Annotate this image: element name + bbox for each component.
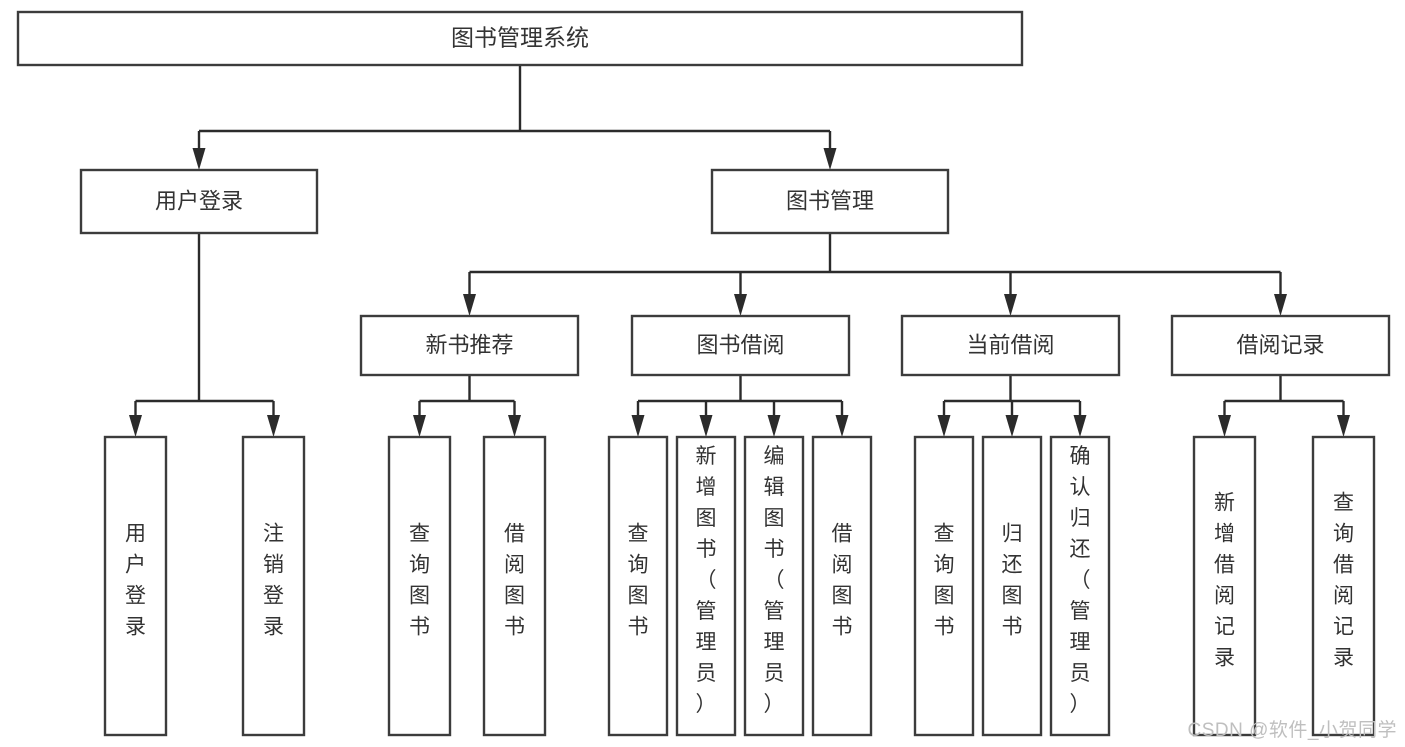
leaf-node-9[interactable]: 归还图书 bbox=[981, 435, 1043, 737]
leaf-node-11[interactable]: 新增借阅记录 bbox=[1192, 435, 1257, 737]
leaf-node-11-box bbox=[1192, 435, 1257, 737]
leafarrow-图书借阅-1-arrowhead bbox=[699, 415, 713, 437]
leaf-node-6[interactable]: 编辑图书（管理员） bbox=[743, 435, 805, 737]
leaf-node-10[interactable]: 确认归还（管理员） bbox=[1049, 435, 1111, 737]
level1-node-0-box bbox=[79, 168, 319, 235]
level2-node-1-label: 图书借阅 bbox=[696, 332, 784, 357]
leaf-node-0[interactable]: 用户登录 bbox=[103, 435, 168, 737]
leafarrow-图书借阅-3-arrowhead bbox=[835, 415, 849, 437]
mgr-to-l2-3-arrowhead bbox=[1274, 294, 1287, 316]
level2-node-0-box bbox=[359, 314, 580, 377]
leaf-node-4[interactable]: 查询图书 bbox=[607, 435, 669, 737]
leaf-node-7[interactable]: 借阅图书 bbox=[811, 435, 873, 737]
level1-node-1-box bbox=[710, 168, 950, 235]
leaf-node-5-box bbox=[675, 435, 737, 737]
leaf-node-7-label: 借阅图书 bbox=[832, 523, 853, 639]
level2-node-3-label: 借阅记录 bbox=[1236, 332, 1324, 357]
level1-node-1[interactable]: 图书管理 bbox=[710, 168, 950, 235]
leaf-node-2-box bbox=[387, 435, 452, 737]
level2-node-1-box bbox=[630, 314, 851, 377]
leaf-node-1[interactable]: 注销登录 bbox=[241, 435, 306, 737]
leaf-node-1-label: 注销登录 bbox=[263, 523, 284, 639]
leafarrow-当前借阅-1-arrowhead bbox=[1005, 415, 1019, 437]
leaf-node-9-label: 归还图书 bbox=[1002, 523, 1023, 639]
level2-node-3[interactable]: 借阅记录 bbox=[1170, 314, 1391, 377]
level2-node-2-box bbox=[900, 314, 1121, 377]
leafarrow-新书推荐-0-arrowhead bbox=[413, 415, 426, 437]
leaf-node-6-box bbox=[743, 435, 805, 737]
leaf-node-12-box bbox=[1311, 435, 1376, 737]
leafarrow-借阅记录-0-arrowhead bbox=[1218, 415, 1231, 437]
level1-node-1-label: 图书管理 bbox=[786, 188, 874, 213]
root-to-l1-1-arrowhead bbox=[823, 148, 837, 170]
root-node-box bbox=[16, 10, 1024, 67]
leaf-node-7-box bbox=[811, 435, 873, 737]
leafarrow-借阅记录-1-arrowhead bbox=[1337, 415, 1350, 437]
leaf-node-2-label: 查询图书 bbox=[409, 523, 430, 639]
leaf-node-11-label: 新增借阅记录 bbox=[1214, 492, 1235, 670]
level1-node-0-label: 用户登录 bbox=[155, 188, 243, 213]
leaf-node-3[interactable]: 借阅图书 bbox=[482, 435, 547, 737]
root-node-label: 图书管理系统 bbox=[451, 25, 589, 51]
level2-node-2[interactable]: 当前借阅 bbox=[900, 314, 1121, 377]
leaf-node-4-box bbox=[607, 435, 669, 737]
leaf-node-8-box bbox=[913, 435, 975, 737]
leaf-node-3-label: 借阅图书 bbox=[504, 523, 525, 639]
leaf-node-12[interactable]: 查询借阅记录 bbox=[1311, 435, 1376, 737]
level2-node-1[interactable]: 图书借阅 bbox=[630, 314, 851, 377]
leaf-node-6-label: 编辑图书（管理员） bbox=[764, 445, 785, 716]
leafarrow-当前借阅-2-arrowhead bbox=[1073, 415, 1087, 437]
leaf-node-9-box bbox=[981, 435, 1043, 737]
level2-node-2-label: 当前借阅 bbox=[966, 332, 1054, 357]
leaf-node-3-box bbox=[482, 435, 547, 737]
leafarrow-新书推荐-1-arrowhead bbox=[508, 415, 521, 437]
mgr-to-l2-1-arrowhead bbox=[734, 294, 747, 316]
level1-node-0[interactable]: 用户登录 bbox=[79, 168, 319, 235]
leaf-node-12-label: 查询借阅记录 bbox=[1333, 492, 1354, 670]
leaf-node-1-box bbox=[241, 435, 306, 737]
node-layer: 图书管理系统用户登录图书管理新书推荐图书借阅当前借阅借阅记录用户登录注销登录查询… bbox=[16, 10, 1391, 737]
leaf-node-10-box bbox=[1049, 435, 1111, 737]
leaf-node-0-label: 用户登录 bbox=[125, 523, 146, 639]
level2-node-0[interactable]: 新书推荐 bbox=[359, 314, 580, 377]
mgr-to-l2-0-arrowhead bbox=[463, 294, 476, 316]
leafarrow-当前借阅-0-arrowhead bbox=[937, 415, 951, 437]
leaf-node-2[interactable]: 查询图书 bbox=[387, 435, 452, 737]
level2-node-0-label: 新书推荐 bbox=[425, 332, 513, 357]
level2-node-3-box bbox=[1170, 314, 1391, 377]
leaf-node-8[interactable]: 查询图书 bbox=[913, 435, 975, 737]
leaf-node-4-label: 查询图书 bbox=[628, 523, 649, 639]
leafarrow-图书借阅-2-arrowhead bbox=[767, 415, 781, 437]
leaf-node-10-label: 确认归还（管理员） bbox=[1070, 445, 1091, 716]
leaf-node-5-label: 新增图书（管理员） bbox=[696, 445, 717, 716]
leafarrow-图书借阅-0-arrowhead bbox=[631, 415, 645, 437]
leafarrow-用户登录-1-arrowhead bbox=[267, 415, 280, 437]
leafarrow-用户登录-0-arrowhead bbox=[129, 415, 142, 437]
root-node[interactable]: 图书管理系统 bbox=[16, 10, 1024, 67]
leaf-node-5[interactable]: 新增图书（管理员） bbox=[675, 435, 737, 737]
mgr-to-l2-2-arrowhead bbox=[1004, 294, 1017, 316]
leaf-node-8-label: 查询图书 bbox=[934, 523, 955, 639]
root-to-l1-0-arrowhead bbox=[192, 148, 206, 170]
connector-layer bbox=[129, 65, 1350, 437]
leaf-node-0-box bbox=[103, 435, 168, 737]
